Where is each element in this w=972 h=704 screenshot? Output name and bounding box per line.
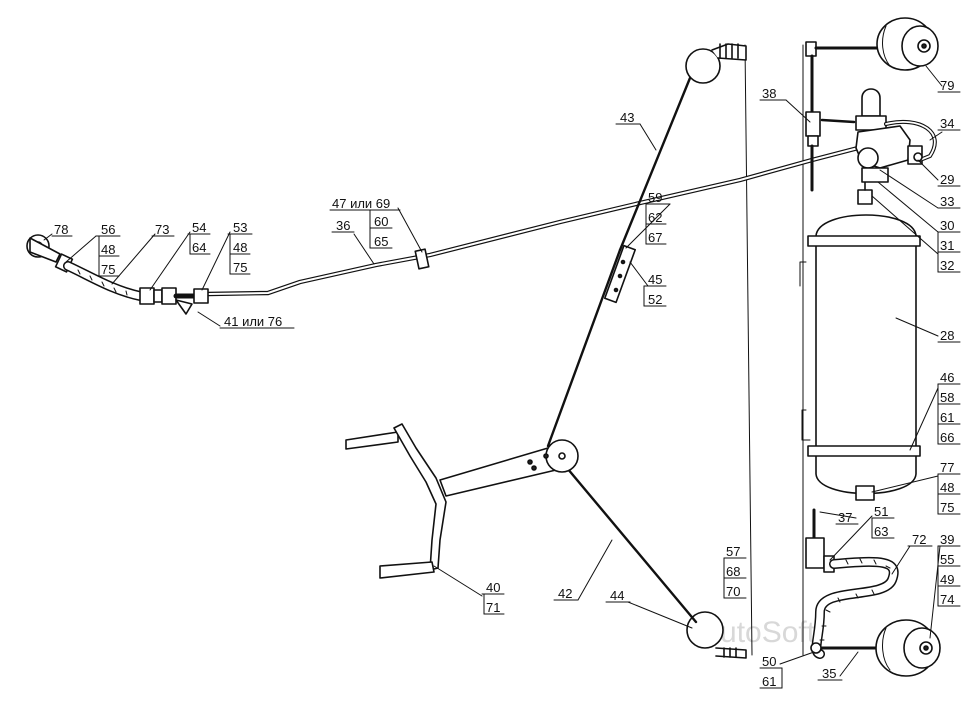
label-70: 70	[726, 584, 740, 599]
label-60: 60	[374, 214, 388, 229]
label-33: 33	[940, 194, 954, 209]
label-66: 66	[940, 430, 954, 445]
label-32: 32	[940, 258, 954, 273]
part-labels: 78 56 48 75 73 54 64 53 48 75 41 или 76 …	[51, 78, 961, 689]
label-43: 43	[620, 110, 634, 125]
label-48: 48	[233, 240, 247, 255]
label-59: 59	[648, 190, 662, 205]
label-61: 61	[940, 410, 954, 425]
label-67: 67	[648, 230, 662, 245]
label-75: 75	[233, 260, 247, 275]
cable-42	[560, 460, 698, 624]
air-tank-28	[799, 179, 921, 501]
label-62: 62	[648, 210, 662, 225]
label-45: 45	[648, 272, 662, 287]
label-54: 54	[192, 220, 206, 235]
label-31: 31	[940, 238, 954, 253]
label-36: 36	[336, 218, 350, 233]
label-44: 44	[610, 588, 624, 603]
label-55: 55	[940, 552, 954, 567]
label-68: 68	[726, 564, 740, 579]
label-73: 73	[155, 222, 169, 237]
label-28: 28	[940, 328, 954, 343]
label-61: 61	[762, 674, 776, 689]
label-75: 75	[101, 262, 115, 277]
label-40: 40	[486, 580, 500, 595]
valve-block-29-30-33	[805, 41, 937, 192]
upper-wheel-43	[685, 43, 747, 84]
main-air-line-36	[205, 144, 865, 297]
label-37: 37	[838, 510, 852, 525]
label-34: 34	[940, 116, 954, 131]
label-51: 51	[874, 504, 888, 519]
label-65: 65	[374, 234, 388, 249]
label-41-or-76: 41 или 76	[224, 314, 282, 329]
label-64: 64	[192, 240, 206, 255]
label-47-or-69: 47 или 69	[332, 196, 390, 211]
label-50: 50	[762, 654, 776, 669]
label-38: 38	[762, 86, 776, 101]
label-49: 49	[940, 572, 954, 587]
label-42: 42	[558, 586, 572, 601]
label-74: 74	[940, 592, 954, 607]
label-58: 58	[940, 390, 954, 405]
label-53: 53	[233, 220, 247, 235]
label-39: 39	[940, 532, 954, 547]
flexible-hose-72	[811, 556, 899, 659]
label-35: 35	[822, 666, 836, 681]
label-72: 72	[912, 532, 926, 547]
label-78: 78	[54, 222, 68, 237]
label-29: 29	[940, 172, 954, 187]
label-48: 48	[101, 242, 115, 257]
cable-43	[546, 76, 692, 448]
label-75: 75	[940, 500, 954, 515]
leader-lines	[43, 65, 943, 677]
label-57: 57	[726, 544, 740, 559]
label-46: 46	[940, 370, 954, 385]
label-63: 63	[874, 524, 888, 539]
label-71: 71	[486, 600, 500, 615]
flexible-hose-73	[63, 261, 145, 301]
brake-pedal-lever-40	[345, 423, 579, 579]
label-30: 30	[940, 218, 954, 233]
fittings-54-53	[139, 287, 209, 315]
vertical-frame-lines	[744, 44, 804, 656]
label-48: 48	[940, 480, 954, 495]
label-79: 79	[940, 78, 954, 93]
brake-chamber-79	[876, 17, 939, 71]
label-56: 56	[101, 222, 115, 237]
brake-chamber-39	[810, 619, 941, 677]
label-77: 77	[940, 460, 954, 475]
label-52: 52	[648, 292, 662, 307]
